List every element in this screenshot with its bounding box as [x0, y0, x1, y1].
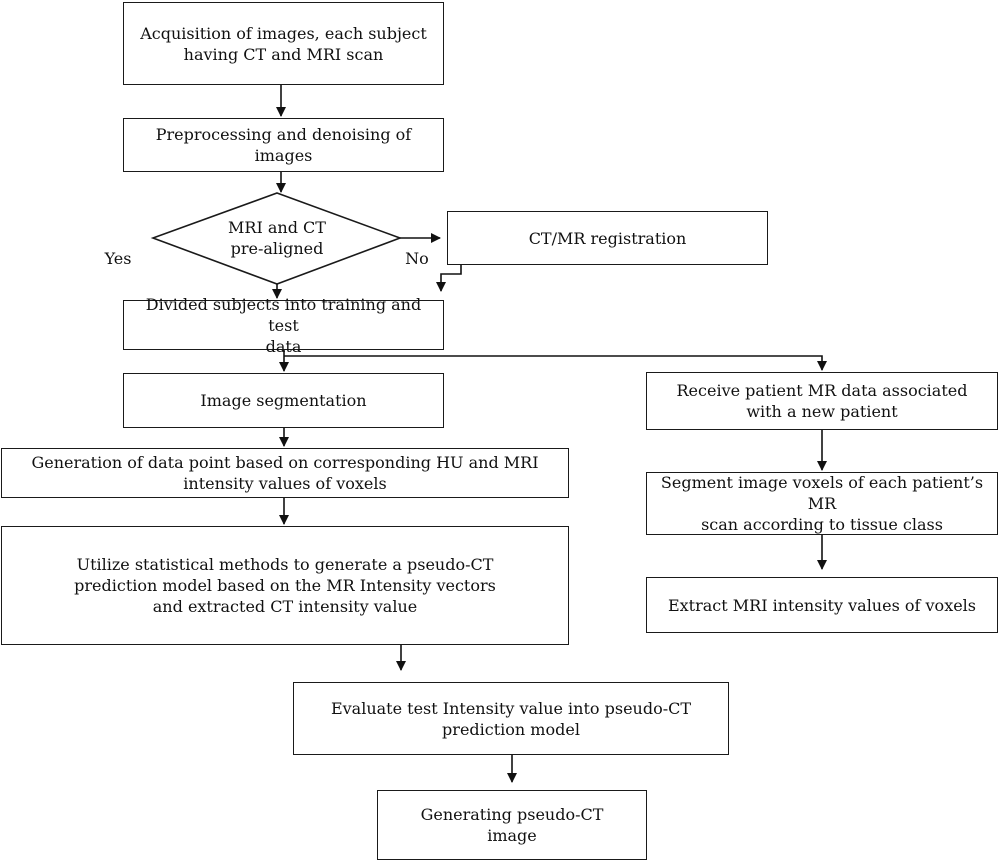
label-no: No: [405, 249, 429, 268]
arrow-registration-to-divided: [436, 264, 462, 292]
node-divided: Divided subjects into training and test …: [123, 295, 444, 356]
node-preprocessing: Preprocessing and denoising of images: [123, 118, 444, 172]
node-preprocessing-label: Preprocessing and denoising of images: [155, 125, 412, 165]
node-divided-label: Divided subjects into training and test …: [145, 294, 422, 356]
node-extract-label: Extract MRI intensity values of voxels: [667, 595, 977, 615]
node-generation: Generation of data point based on corres…: [1, 448, 569, 498]
node-extract: Extract MRI intensity values of voxels: [646, 577, 998, 633]
node-receive-label: Receive patient MR data associated with …: [676, 381, 968, 421]
node-acquisition: Acquisition of images, each subject havi…: [123, 2, 444, 85]
node-generating-label: Generating pseudo-CT image: [420, 805, 604, 845]
node-registration-label: CT/MR registration: [528, 228, 687, 248]
arrow-divided-to-receive: [284, 355, 827, 371]
node-segment-voxels: Segment image voxels of each patient’s M…: [646, 472, 998, 535]
label-yes: Yes: [104, 249, 132, 268]
node-decision-label: MRI and CT pre-aligned: [228, 218, 326, 258]
node-evaluate: Evaluate test Intensity value into pseud…: [293, 682, 729, 755]
node-utilize-label: Utilize statistical methods to generate …: [74, 555, 496, 616]
node-generating: Generating pseudo-CT image: [377, 790, 647, 860]
node-evaluate-label: Evaluate test Intensity value into pseud…: [330, 698, 692, 739]
node-generation-label: Generation of data point based on corres…: [31, 453, 539, 493]
node-acquisition-label: Acquisition of images, each subject havi…: [140, 23, 427, 64]
node-utilize: Utilize statistical methods to generate …: [1, 526, 569, 645]
node-segmentation: Image segmentation: [123, 373, 444, 428]
node-segmentation-label: Image segmentation: [200, 391, 367, 410]
node-segment-voxels-label: Segment image voxels of each patient’s M…: [660, 473, 984, 534]
node-receive: Receive patient MR data associated with …: [646, 372, 998, 430]
node-registration: CT/MR registration: [447, 211, 768, 265]
